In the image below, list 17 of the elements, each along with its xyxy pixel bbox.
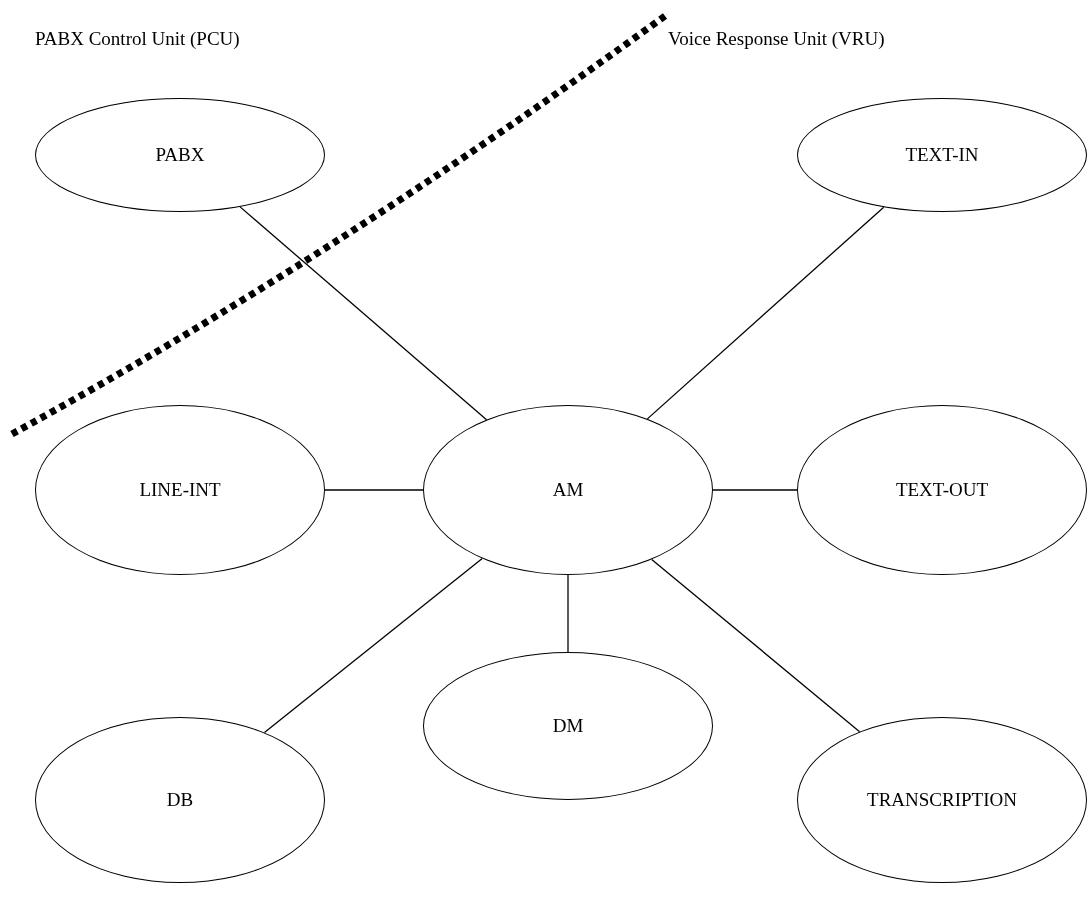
connector-line	[324, 489, 424, 491]
node-label: DB	[166, 789, 194, 811]
node-label: TEXT-OUT	[895, 479, 989, 501]
node-label: AM	[552, 479, 584, 501]
connector-line	[263, 557, 483, 734]
connector-line	[646, 206, 885, 420]
region-heading: PABX Control Unit (PCU)	[35, 28, 240, 50]
node-label: TEXT-IN	[905, 144, 979, 166]
connector-line	[651, 558, 861, 733]
region-heading: Voice Response Unit (VRU)	[668, 28, 885, 50]
node-label: TRANSCRIPTION	[867, 789, 1017, 811]
connector-line	[712, 489, 798, 491]
connector-line	[567, 574, 569, 653]
node-label: DM	[552, 715, 584, 737]
node-label: LINE-INT	[139, 479, 221, 501]
node-label: PABX	[155, 144, 205, 166]
connector-line	[239, 206, 488, 421]
